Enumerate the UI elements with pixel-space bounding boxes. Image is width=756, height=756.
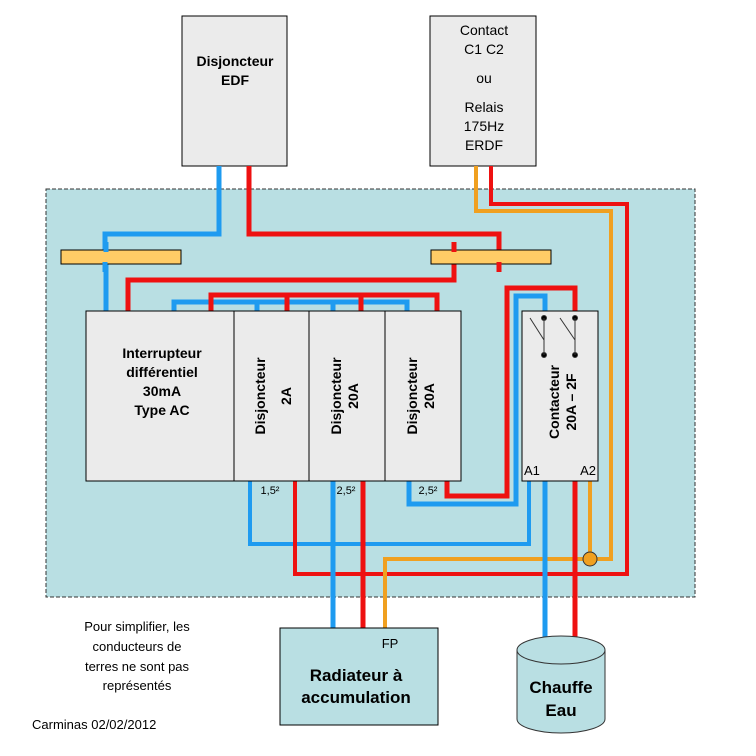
radiator-fp-label: FP [382, 636, 399, 651]
contactor-module [521, 310, 599, 482]
wire-neutral-breaker3-contactor [406, 293, 548, 507]
contactor-switch-icon [529, 315, 578, 358]
edf-breaker-box [181, 15, 288, 167]
breaker-20a-module-2 [384, 310, 462, 482]
contactor-label-1: Contacteur [546, 365, 562, 439]
breaker-20a-module-1 [308, 310, 386, 482]
rcd-module [85, 310, 235, 482]
note-line-1: Pour simplifier, les [84, 619, 190, 634]
rcd-label-2: différentiel [126, 364, 198, 380]
wire-size-1: 1,5² [261, 485, 280, 497]
note-line-3: terres ne sont pas [85, 659, 190, 674]
radiator-label-2: accumulation [301, 688, 411, 707]
breaker-20a-1-label-1: Disjoncteur [328, 357, 344, 435]
phase-busbar [430, 249, 552, 265]
contactor-label-2: 20A – 2F [563, 373, 579, 431]
radiator-label-1: Radiateur à [310, 666, 403, 685]
wire-phase-bus-top [208, 292, 440, 311]
wire-phase-breaker3-contactor [444, 285, 578, 499]
breaker-2a-label-2: 2A [278, 387, 294, 405]
breaker-20a-1-label-2: 20A [345, 383, 361, 409]
breaker-2a-module [233, 310, 310, 482]
breaker-20a-2-label-1: Disjoncteur [404, 357, 420, 435]
contactor-terminal-a1: A1 [524, 463, 540, 478]
radiator-box [279, 627, 439, 726]
contact-label-4: Relais [465, 99, 504, 115]
note-line-4: représentés [103, 678, 172, 693]
water-heater-label-1: Chauffe [529, 678, 592, 697]
contact-label-1: Contact [460, 22, 508, 38]
water-heater-label-2: Eau [545, 701, 576, 720]
rcd-label-1: Interrupteur [122, 345, 202, 361]
contact-label-6: ERDF [465, 137, 503, 153]
control-junction-dot [582, 551, 598, 567]
contact-box [429, 15, 537, 167]
neutral-busbar [60, 249, 182, 265]
rcd-label-4: Type AC [134, 402, 189, 418]
wire-size-3: 2,5² [419, 485, 438, 497]
contact-label-5: 175Hz [464, 118, 504, 134]
contact-label-2: C1 C2 [464, 41, 504, 57]
breaker-2a-label-1: Disjoncteur [252, 357, 268, 435]
breaker-20a-2-label-2: 20A [421, 383, 437, 409]
wire-control-contact [383, 166, 613, 628]
edf-breaker-label-2: EDF [221, 72, 249, 88]
contactor-terminal-a2: A2 [580, 463, 596, 478]
water-heater [516, 635, 606, 734]
author-credit: Carminas 02/02/2012 [32, 717, 156, 732]
wire-neutral-bus-top [171, 299, 410, 311]
contact-label-3: ou [476, 70, 492, 86]
rcd-label-3: 30mA [143, 383, 181, 399]
edf-breaker-label-1: Disjoncteur [196, 53, 274, 69]
wire-size-2: 2,5² [337, 485, 356, 497]
wire-neutral-breaker1-a1 [248, 481, 531, 546]
wire-phase-breaker1 [293, 166, 629, 576]
note-line-2: conducteurs de [93, 639, 182, 654]
